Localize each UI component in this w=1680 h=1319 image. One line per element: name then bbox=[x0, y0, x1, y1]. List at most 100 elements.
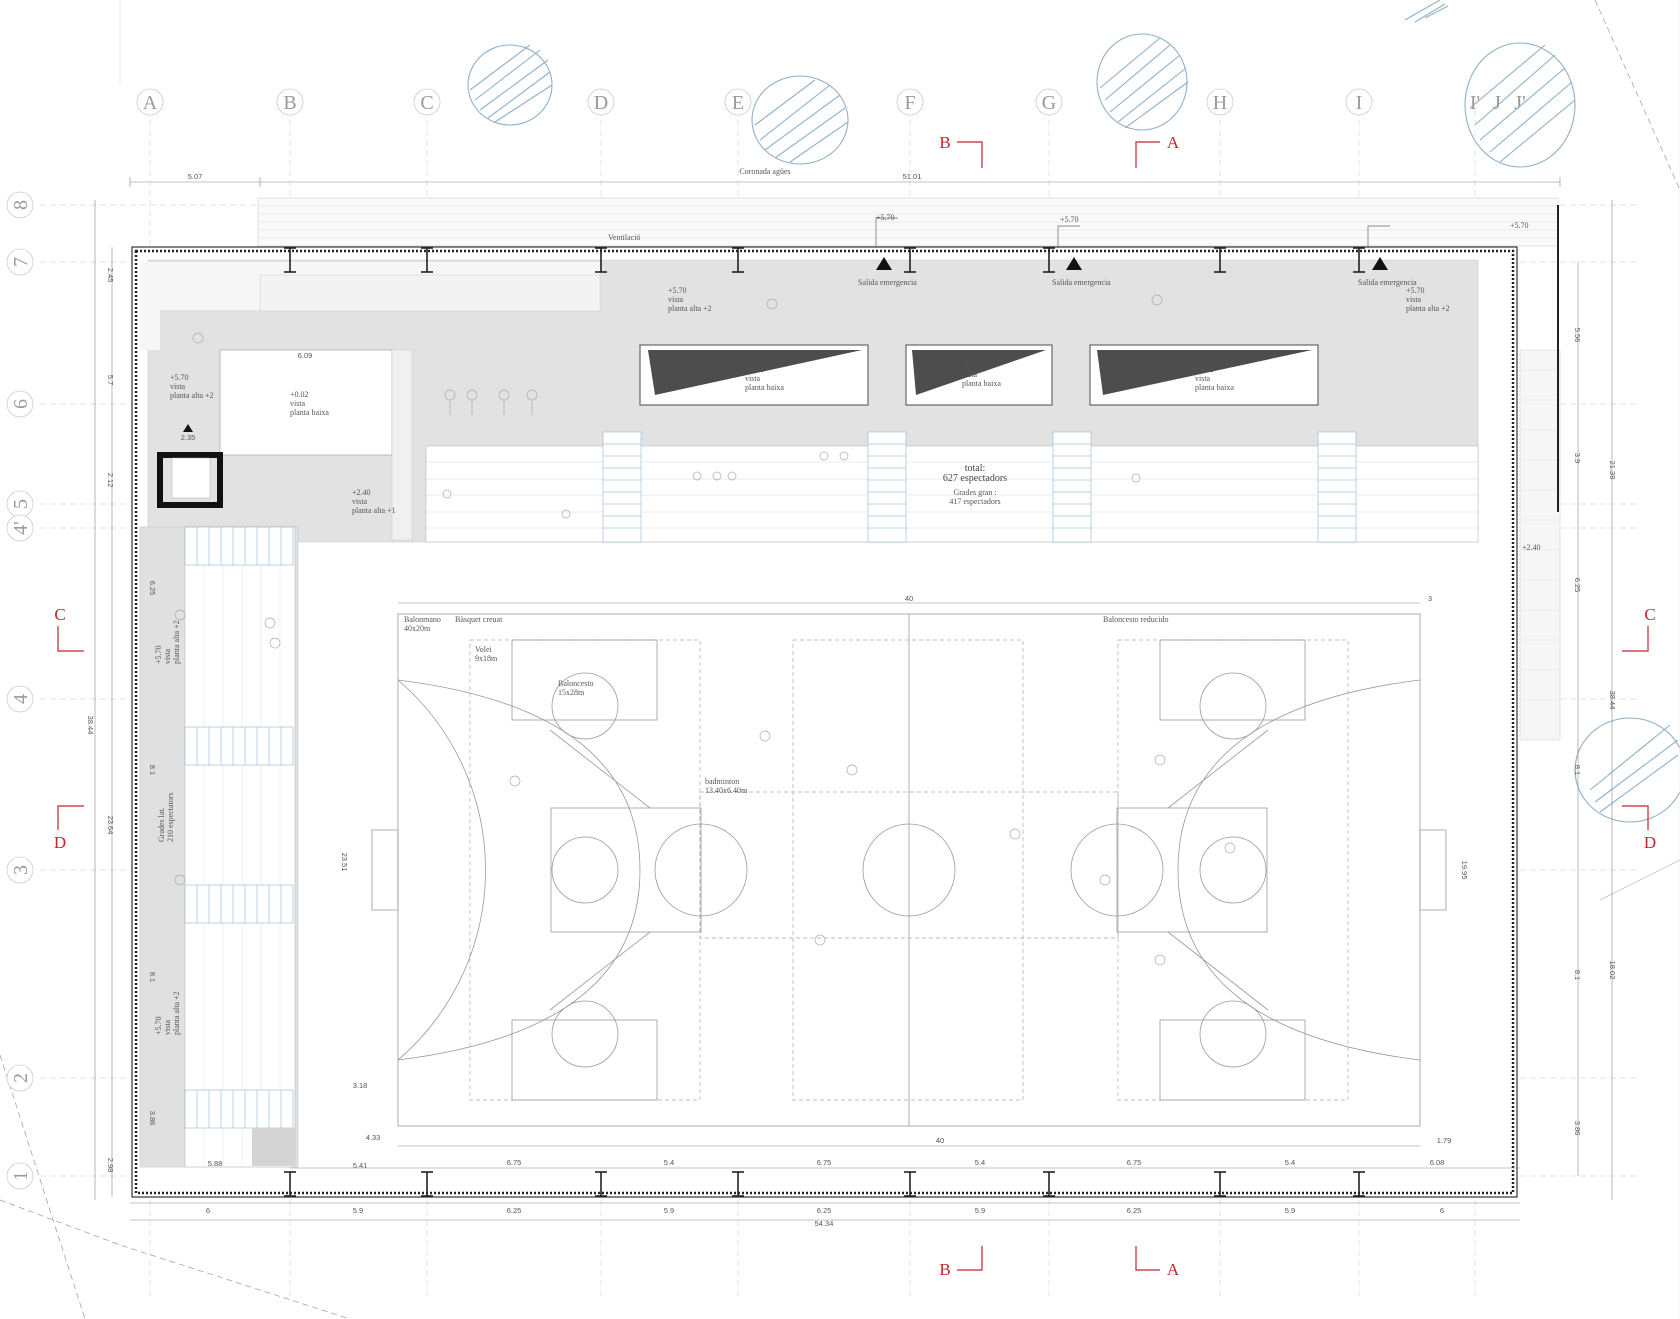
dimension-label: 5.7 bbox=[106, 375, 115, 385]
dimension-label: 5.9 bbox=[664, 1206, 674, 1215]
note-label: Coronada agües bbox=[739, 167, 790, 176]
note-label: +0.02 bbox=[962, 361, 981, 370]
note-label: +5.70 bbox=[668, 286, 687, 295]
axis-label: J bbox=[1493, 92, 1501, 114]
dimension-label: 23.51 bbox=[340, 853, 349, 872]
dimension-label: 5.9 bbox=[353, 1206, 363, 1215]
note-label: +0.02 bbox=[1195, 365, 1214, 374]
dimension-label: 5.4 bbox=[975, 1158, 985, 1167]
axis-label: B bbox=[283, 92, 296, 114]
dimension-label: 6 bbox=[206, 1206, 210, 1215]
note-label: vista bbox=[170, 382, 186, 391]
dimension-label: 23.64 bbox=[106, 816, 115, 835]
emergency-exit-icon bbox=[875, 217, 1390, 270]
note-label: vista bbox=[962, 370, 978, 379]
note-label: planta baixa bbox=[1195, 383, 1234, 392]
tree-icon bbox=[1574, 717, 1680, 823]
court-label: 13.40x6.40m bbox=[705, 786, 748, 795]
note-label: +5.70 bbox=[154, 645, 163, 664]
court-label: Bàsquet creuat bbox=[455, 615, 503, 624]
note-label: vista bbox=[1406, 295, 1422, 304]
dimension-label: 5.88 bbox=[208, 1159, 223, 1168]
section-label: C bbox=[54, 605, 65, 624]
axis-label: 2 bbox=[10, 1073, 32, 1083]
dimension-label: 6.08 bbox=[1430, 1158, 1445, 1167]
dimension-label: 51.01 bbox=[903, 172, 922, 181]
dimension-label: 8.1 bbox=[148, 972, 157, 982]
grades-side-count: 210 espectators bbox=[166, 792, 175, 842]
note-label: +0.02 bbox=[745, 365, 764, 374]
grades-side-label: Grades lat. bbox=[157, 807, 166, 842]
note-label: planta alta +2 bbox=[172, 991, 181, 1035]
section-label: C bbox=[1644, 605, 1655, 624]
dimension-label: 2.12 bbox=[106, 473, 115, 488]
void-opening bbox=[639, 344, 1319, 406]
note-label: vista bbox=[290, 399, 306, 408]
note-label: vista bbox=[163, 1019, 172, 1035]
column-axis-labels: A B C D E F G H I I' J J' bbox=[136, 88, 1526, 116]
axis-label: 1 bbox=[10, 1171, 32, 1181]
tree-icon bbox=[1464, 42, 1576, 168]
note-label: Ventilació bbox=[608, 233, 640, 242]
dimension-label: 5.9 bbox=[1285, 1206, 1295, 1215]
court-label: Baloncesto reducido bbox=[1103, 615, 1169, 624]
axis-label: 5 bbox=[10, 499, 32, 509]
dimension-label: 38.44 bbox=[1608, 691, 1617, 710]
note-label: vista bbox=[352, 497, 368, 506]
note-label: planta baixa bbox=[745, 383, 784, 392]
axis-label: D bbox=[594, 92, 608, 114]
axis-label: E bbox=[732, 92, 744, 114]
axis-label: J' bbox=[1514, 92, 1525, 114]
note-label: vista bbox=[668, 295, 684, 304]
dimension-label: 6.75 bbox=[507, 1158, 522, 1167]
axis-label: G bbox=[1042, 92, 1056, 114]
dimension-label: 21.39 bbox=[1608, 461, 1617, 480]
dimension-label: 5.4 bbox=[664, 1158, 674, 1167]
axis-label: I bbox=[1356, 92, 1363, 114]
note-label: Salida emergencia bbox=[858, 278, 917, 287]
dimension-label: 6.25 bbox=[1573, 578, 1582, 593]
axis-label: 4 bbox=[10, 694, 32, 704]
dimension-label: 18.02 bbox=[1608, 961, 1617, 980]
section-label: D bbox=[1644, 833, 1656, 852]
axis-label: F bbox=[904, 92, 915, 114]
section-label: D bbox=[54, 833, 66, 852]
dimension-label: 6.75 bbox=[817, 1158, 832, 1167]
court-label: Balonmano bbox=[404, 615, 441, 624]
dimension-label: 2.45 bbox=[106, 268, 115, 283]
dimension-label: 40 bbox=[905, 594, 913, 603]
grandstand-stair bbox=[602, 431, 1357, 543]
note-label: +5.70 bbox=[876, 213, 895, 222]
section-label: B bbox=[939, 133, 950, 152]
dimension-label: 4.33 bbox=[366, 1133, 381, 1142]
court-labels: Balonmano 40x20m Bàsquet creuat Volei 9x… bbox=[404, 615, 1169, 795]
sports-court bbox=[371, 613, 1447, 1127]
dimension-label: 6.09 bbox=[298, 351, 313, 360]
note-label: vista bbox=[163, 648, 172, 664]
dimension-label: 5.56 bbox=[1573, 328, 1582, 343]
axis-label: A bbox=[143, 92, 158, 114]
section-label: B bbox=[939, 1260, 950, 1279]
grades-big: 417 espectadors bbox=[949, 497, 1000, 506]
tree-icon bbox=[1404, 0, 1449, 23]
axis-label: 8 bbox=[10, 200, 32, 210]
dimension-label: 2.35 bbox=[181, 433, 196, 442]
section-label: A bbox=[1167, 133, 1180, 152]
note-label: planta alta +2 bbox=[172, 620, 181, 664]
axis-label: C bbox=[420, 92, 433, 114]
note-label: planta alta +1 bbox=[352, 506, 396, 515]
dimension-label: 1.79 bbox=[1437, 1136, 1452, 1145]
note-label: +5.70 bbox=[154, 1016, 163, 1035]
dimension-label: 8.1 bbox=[1573, 765, 1582, 775]
dimension-label: 6.25 bbox=[507, 1206, 522, 1215]
dimension-label: 3.86 bbox=[148, 1111, 157, 1126]
axis-label: 6 bbox=[10, 399, 32, 409]
note-label: +5.70 bbox=[1406, 286, 1425, 295]
court-label: Baloncesto bbox=[558, 679, 594, 688]
dimension-label: 6.25 bbox=[148, 581, 157, 596]
column-markers bbox=[284, 247, 1365, 1197]
side-grandstand-stair bbox=[184, 526, 294, 1129]
note-label: +0.02 bbox=[290, 390, 309, 399]
court-label: badminton bbox=[705, 777, 739, 786]
